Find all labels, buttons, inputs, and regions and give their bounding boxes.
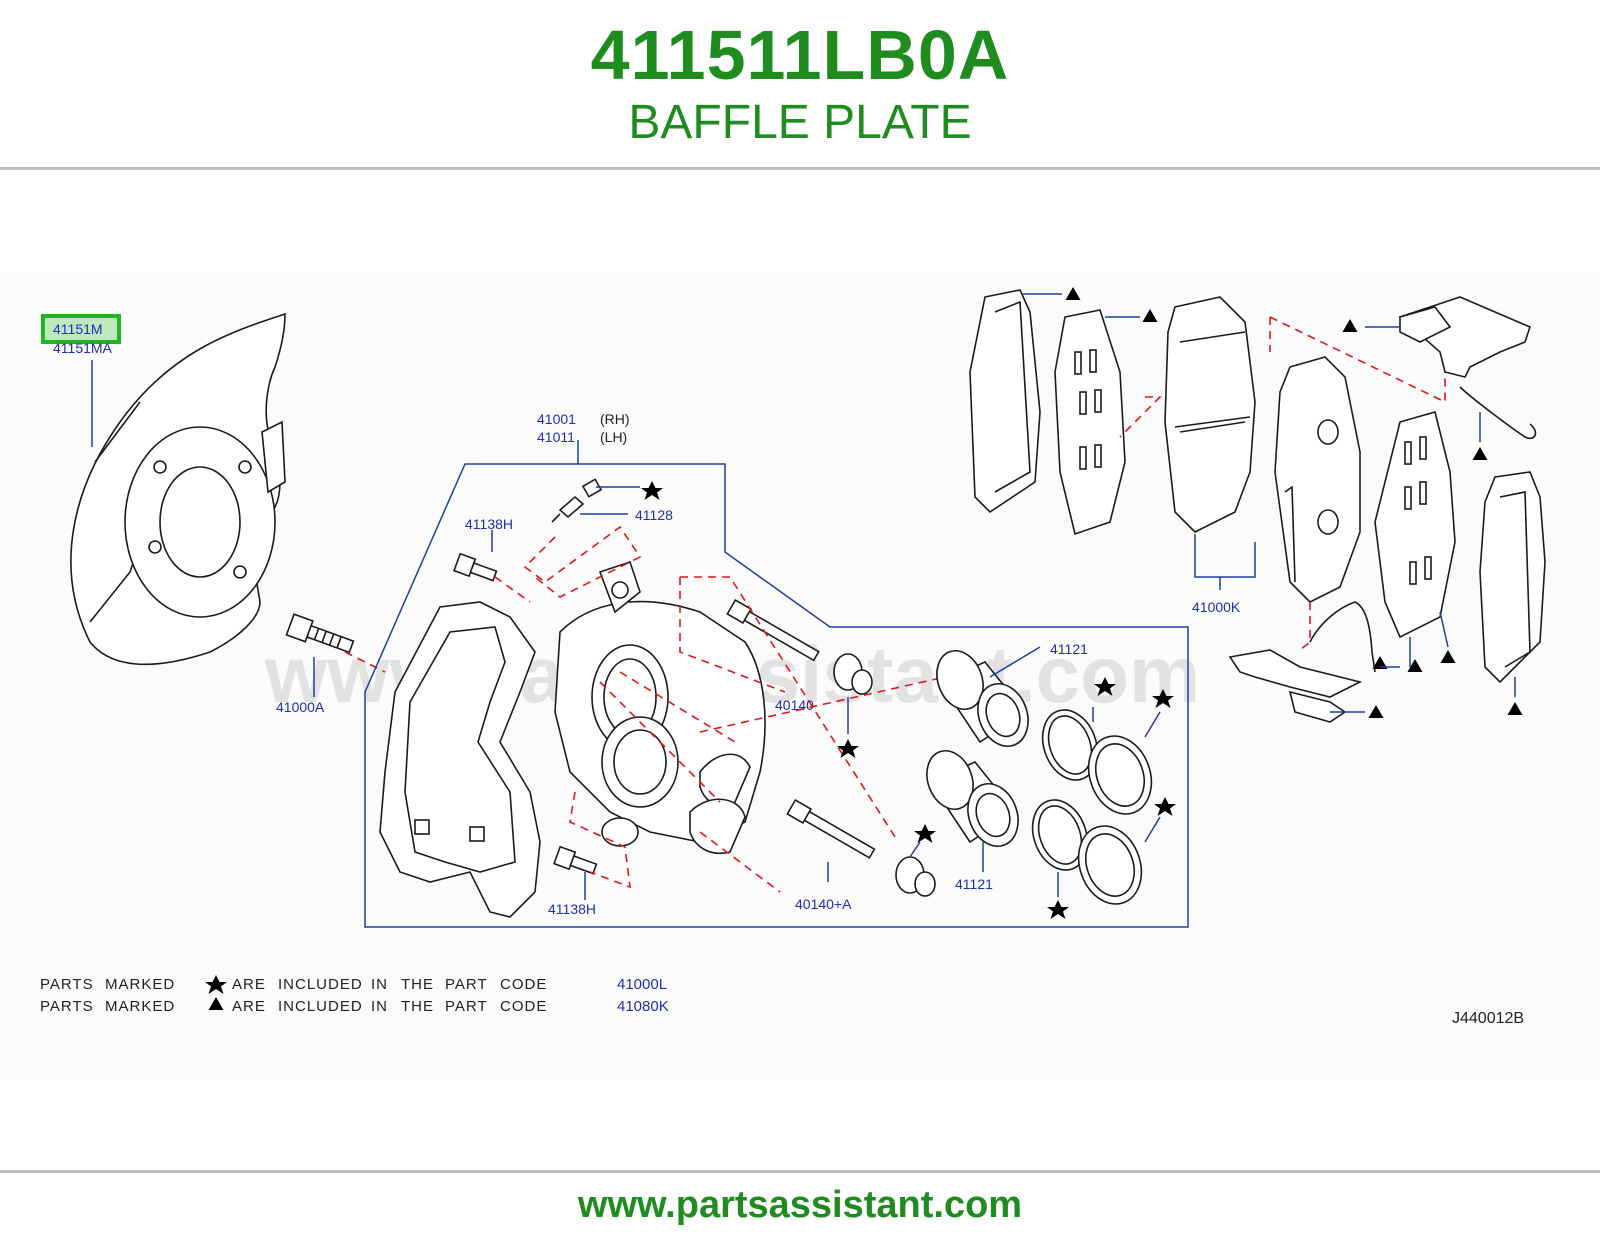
legend-text-6: THE: [401, 998, 434, 1015]
caliper-bracket-drawing: [379, 601, 541, 918]
parts-diagram: www.partsassistant.com 41151M 41151MA 41…: [40, 287, 1546, 1027]
triangle-icon: [1342, 319, 1358, 332]
piston-bottom-drawing: [926, 750, 1019, 847]
legend-code-41080K[interactable]: 41080K: [617, 998, 669, 1015]
drawing-id: J440012B: [1452, 1010, 1524, 1027]
label-41011-lh: (LH): [600, 429, 627, 445]
shim-inner-right-drawing: [1374, 411, 1456, 639]
legend-text-1: PARTS: [40, 976, 94, 993]
boot-40140-drawing: [833, 653, 873, 695]
label-41011[interactable]: 41011: [537, 429, 575, 445]
star-icon: [1152, 689, 1174, 708]
legend-row-star: PARTS MARKED ARE INCLUDED IN THE PART CO…: [40, 975, 667, 994]
part-number-title: 411511LB0A: [590, 16, 1010, 94]
legend-text-7: PART: [445, 998, 488, 1015]
bleeder-screw-drawing: [551, 478, 603, 523]
label-41121-bottom[interactable]: 41121: [955, 876, 993, 892]
label-41151M[interactable]: 41151M: [53, 321, 103, 337]
label-40140A[interactable]: 40140+A: [795, 896, 852, 912]
triangle-icon: [208, 997, 224, 1010]
star-icon: [205, 975, 227, 994]
legend-text-4: INCLUDED: [278, 998, 363, 1015]
label-41151MA[interactable]: 41151MA: [53, 340, 113, 356]
triangle-icon: [1440, 650, 1456, 663]
legend-text-4: INCLUDED: [278, 976, 363, 993]
label-41128[interactable]: 41128: [635, 507, 673, 523]
label-41000A[interactable]: 41000A: [276, 699, 325, 715]
legend-text-1: PARTS: [40, 998, 94, 1015]
label-41001-rh: (RH): [600, 411, 630, 427]
caliper-body-drawing: [554, 560, 766, 854]
triangle-icon: [1407, 659, 1423, 672]
shim-inner-left-drawing: [1054, 309, 1126, 536]
triangle-icon: [1065, 287, 1081, 300]
star-icon: [641, 481, 663, 500]
piston-top-drawing: [936, 650, 1029, 747]
legend-text-2: MARKED: [105, 998, 175, 1015]
legend-text-6: THE: [401, 976, 434, 993]
label-40140[interactable]: 40140: [775, 697, 814, 713]
triangle-icon: [1368, 705, 1384, 718]
legend-text-8: CODE: [500, 976, 547, 993]
label-41138H-bottom[interactable]: 41138H: [548, 901, 596, 917]
label-41000K[interactable]: 41000K: [1192, 599, 1241, 615]
bolt-41000A-drawing: [285, 613, 355, 654]
brake-pad-outer-drawing: [1164, 296, 1256, 533]
baffle-plate-drawing: [70, 312, 286, 666]
shim-outer-left-drawing: [969, 289, 1041, 514]
shim-outer-right-drawing: [1479, 471, 1546, 684]
star-icon: [914, 824, 936, 843]
anti-rattle-clip-top-drawing: [1398, 296, 1531, 378]
footer-divider: [0, 1170, 1600, 1173]
part-name-subtitle: BAFFLE PLATE: [628, 96, 972, 149]
header-divider: [0, 167, 1600, 170]
piston-seals-drawing: [1031, 709, 1153, 905]
legend-row-triangle: PARTS MARKED ARE INCLUDED IN THE PART CO…: [40, 997, 669, 1015]
footer-site-link[interactable]: www.partsassistant.com: [577, 1184, 1023, 1226]
triangle-icon: [1472, 447, 1488, 460]
legend-text-3: ARE: [232, 998, 266, 1015]
legend-text-5: IN: [371, 998, 388, 1015]
triangle-icon: [1507, 702, 1523, 715]
legend-text-2: MARKED: [105, 976, 175, 993]
star-icon: [837, 739, 859, 758]
guide-pin-40140-drawing: [726, 598, 820, 662]
star-icon: [1094, 677, 1116, 696]
label-41001[interactable]: 41001: [537, 411, 576, 427]
label-41121-top[interactable]: 41121: [1050, 641, 1088, 657]
parts-diagram-panel: www.partsassistant.com 41151M 41151MA 41…: [0, 272, 1600, 1080]
triangle-icon: [1142, 309, 1158, 322]
star-icon: [1154, 797, 1176, 816]
guide-pin-40140A-drawing: [786, 798, 876, 859]
bolt-41138H-top-drawing: [453, 552, 498, 582]
legend-text-5: IN: [371, 976, 388, 993]
star-icon: [1047, 900, 1069, 919]
brake-pad-inner-drawing: [1274, 356, 1361, 603]
label-41138H-top[interactable]: 41138H: [465, 516, 513, 532]
legend-text-8: CODE: [500, 998, 547, 1015]
legend-text-3: ARE: [232, 976, 266, 993]
anti-rattle-clip-bottom-drawing: [1228, 601, 1376, 723]
legend-code-41000L[interactable]: 41000L: [617, 976, 667, 993]
boot-40140A-drawing: [895, 856, 936, 897]
bolt-41138H-bottom-drawing: [553, 845, 598, 875]
highlighted-part-box[interactable]: [41, 314, 121, 344]
triangle-icon: [1372, 656, 1388, 669]
legend-text-7: PART: [445, 976, 488, 993]
